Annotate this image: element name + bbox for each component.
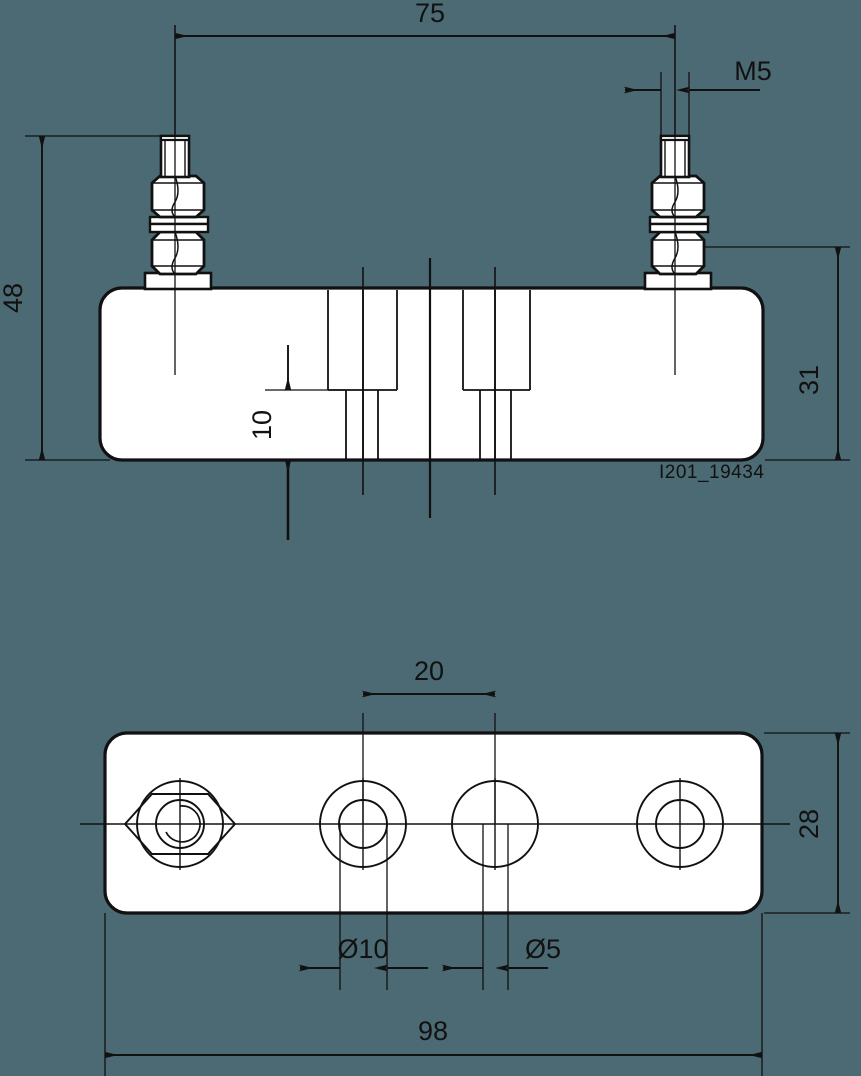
plate-outline-bottom <box>103 731 764 915</box>
dim28-label: 28 <box>794 809 824 839</box>
dimension-overall-height-48: 48 <box>0 135 170 461</box>
front-elevation-view: 75 M5 48 31 10 <box>0 0 850 540</box>
dim20-label: 20 <box>414 656 444 686</box>
left-lower-hex-nut <box>150 230 206 276</box>
left-nut-thread-arc <box>165 805 201 843</box>
dim10-label: 10 <box>247 410 277 440</box>
right-stud-hole-plan <box>636 778 724 870</box>
body-outline-front <box>98 286 765 462</box>
right-stud-assembly <box>643 25 713 375</box>
dimension-large-hole-diameter: Ø10 <box>299 824 428 990</box>
bottom-plan-view: 20 28 Ø10 Ø5 9 <box>80 656 850 1076</box>
dia10-label: Ø10 <box>337 934 388 964</box>
dim31-label: 31 <box>794 365 824 395</box>
right-washer-lower <box>648 222 710 234</box>
left-stud-assembly <box>143 25 213 375</box>
dia5-label: Ø5 <box>525 934 561 964</box>
dimension-plate-width-28: 28 <box>764 732 850 914</box>
internal-hole-section-lines <box>327 258 531 518</box>
left-stud-hex-nut-plan <box>123 778 237 870</box>
dimension-stud-spacing-75: 75 <box>174 0 676 135</box>
left-washer-lower <box>148 222 210 234</box>
dimension-slot-depth-10: 10 <box>247 345 345 540</box>
dim75-label: 75 <box>415 0 445 28</box>
left-nut-hexagon <box>123 793 237 855</box>
dim48-label: 48 <box>0 283 28 313</box>
dim98-label: 98 <box>418 1016 448 1046</box>
part-number-label: I201_19434 <box>659 462 764 483</box>
dimension-plate-length-98: 98 <box>104 913 763 1076</box>
dimension-small-hole-diameter: Ø5 <box>442 824 561 990</box>
dimension-thread-m5: M5 <box>624 56 772 138</box>
dimension-body-height-31: 31 <box>704 246 850 461</box>
dimM5-label: M5 <box>734 56 772 86</box>
right-lower-hex-nut <box>650 230 706 276</box>
dimension-hole-spacing-20: 20 <box>362 656 496 824</box>
